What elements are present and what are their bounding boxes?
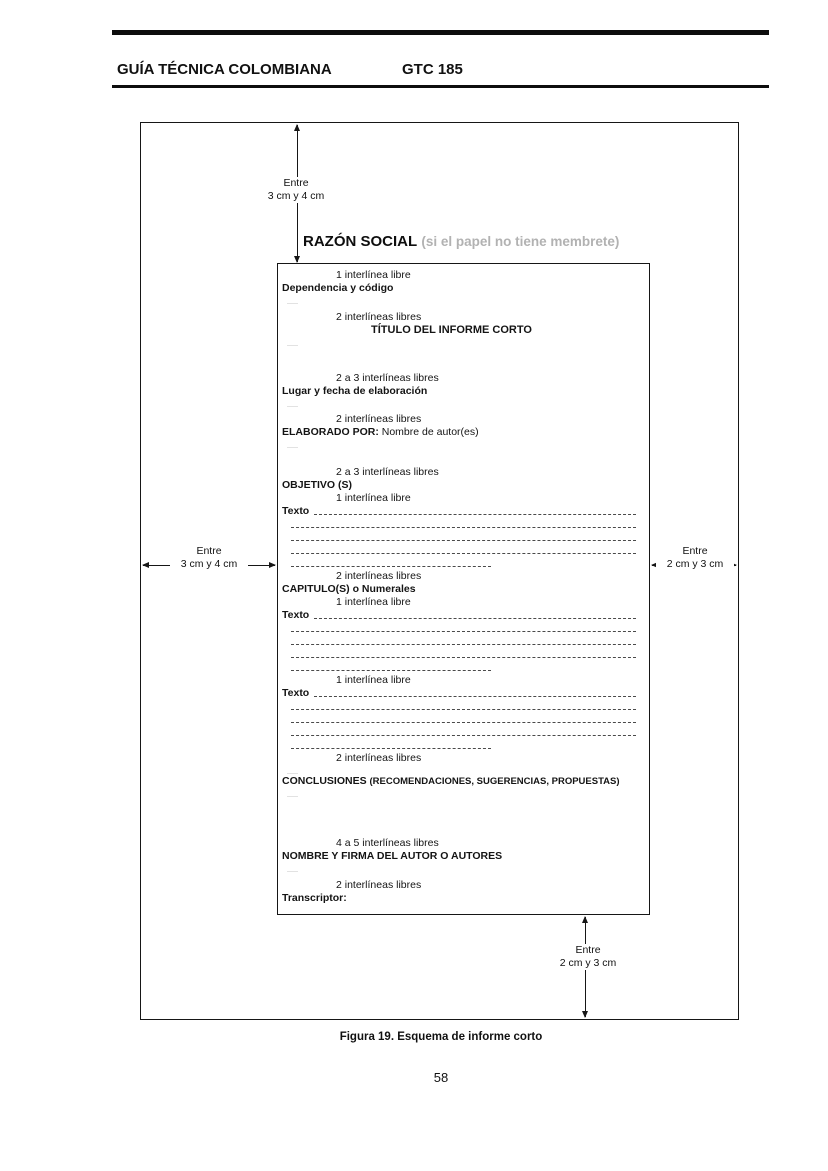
spacing-note: 2 a 3 interlíneas libres	[336, 466, 439, 478]
dependencia-label: Dependencia y código	[282, 282, 394, 294]
margin-label-line1: Entre	[283, 177, 309, 189]
lugar-fecha-label: Lugar y fecha de elaboración	[282, 385, 428, 397]
dashed-writing-line	[291, 648, 636, 658]
blank-line-mark	[287, 295, 298, 304]
spacing-note: 2 interlíneas libres	[336, 413, 422, 425]
blank-line-mark	[287, 439, 298, 448]
page-number: 58	[433, 1070, 449, 1085]
dashed-writing-line	[291, 726, 636, 736]
conclusiones-label: CONCLUSIONES (RECOMENDACIONES, SUGERENCI…	[282, 775, 620, 787]
row-dashshort	[291, 739, 491, 752]
left-margin-label: Entre 3 cm y 4 cm	[170, 545, 248, 571]
nombre-firma-label: NOMBRE Y FIRMA DEL AUTOR O AUTORES	[282, 850, 503, 862]
razon-social-note: (si el papel no tiene membrete)	[421, 234, 620, 249]
report-title: TÍTULO DEL INFORME CORTO	[371, 324, 532, 336]
header-rule-bottom	[112, 85, 769, 88]
elaborado-por-label: ELABORADO POR: Nombre de autor(es)	[282, 426, 479, 438]
blank-line-mark	[287, 337, 298, 346]
arrowhead-down-icon	[294, 256, 300, 263]
row-dash	[291, 518, 636, 531]
row-gap	[282, 398, 649, 413]
texto-line: Texto	[282, 609, 636, 622]
margin-label-line1: Entre	[682, 545, 708, 557]
dashed-writing-line	[291, 531, 636, 541]
spacing-note: 2 interlíneas libres	[336, 570, 422, 582]
transcriptor-label: Transcriptor:	[282, 892, 347, 904]
arrowhead-left-icon	[651, 562, 658, 568]
texto-line: Texto	[282, 687, 636, 700]
dashed-writing-line	[291, 557, 491, 567]
margin-label-line1: Entre	[575, 944, 601, 956]
dashed-writing-line	[291, 544, 636, 554]
margin-label-line1: Entre	[196, 545, 222, 557]
dashed-writing-line	[291, 622, 636, 632]
dashed-writing-line	[291, 518, 636, 528]
dashed-writing-line	[314, 505, 636, 515]
blank-line-mark	[287, 863, 298, 872]
conclusiones-sublabel: (RECOMENDACIONES, SUGERENCIAS, PROPUESTA…	[369, 776, 620, 787]
razon-social-text: RAZÓN SOCIAL	[303, 233, 418, 250]
header-rule-top	[112, 30, 769, 35]
row-dash	[291, 713, 636, 726]
row-gap	[282, 337, 649, 372]
margin-label-line2: 2 cm y 3 cm	[666, 558, 724, 570]
dashed-writing-line	[291, 700, 636, 710]
blank-line-mark	[287, 765, 298, 774]
spacing-note: 2 a 3 interlíneas libres	[336, 372, 439, 384]
dashed-writing-line	[314, 687, 636, 697]
spacing-note: 4 a 5 interlíneas libres	[336, 837, 439, 849]
document-code: GTC 185	[402, 61, 463, 78]
row-dashshort	[291, 661, 491, 674]
right-margin-label: Entre 2 cm y 3 cm	[656, 545, 734, 571]
document-title: GUÍA TÉCNICA COLOMBIANA	[117, 61, 332, 78]
spacing-note: 2 interlíneas libres	[336, 311, 422, 323]
arrowhead-up-icon	[294, 124, 300, 131]
margin-label-line2: 2 cm y 3 cm	[559, 957, 617, 969]
objetivo-label: OBJETIVO (S)	[282, 479, 353, 491]
blank-line-mark	[287, 788, 298, 797]
row-dash	[291, 622, 636, 635]
spacing-note: 1 interlínea libre	[336, 269, 411, 281]
row-dashshort	[291, 557, 491, 570]
row-dash	[291, 544, 636, 557]
bottom-margin-label: Entre 2 cm y 3 cm	[549, 944, 627, 970]
texto-line: Texto	[282, 505, 636, 518]
razon-social-heading: RAZÓN SOCIAL (si el papel no tiene membr…	[303, 233, 619, 250]
row-dash	[291, 531, 636, 544]
capitulos-label: CAPITULO(S) o Numerales	[282, 583, 416, 595]
row-gap	[282, 439, 649, 466]
dashed-writing-line	[291, 635, 636, 645]
row-gap	[282, 788, 649, 837]
dashed-writing-line	[291, 713, 636, 723]
blank-line-mark	[287, 398, 298, 407]
row-dash	[291, 700, 636, 713]
figure-caption: Figura 19. Esquema de informe corto	[339, 1031, 543, 1043]
arrowhead-down-icon	[582, 1011, 588, 1018]
dashed-writing-line	[314, 609, 636, 619]
row-dash	[291, 726, 636, 739]
dashed-writing-line	[291, 661, 491, 671]
spacing-note: 2 interlíneas libres	[336, 879, 422, 891]
spacing-note: 1 interlínea libre	[336, 674, 411, 686]
row-dash	[291, 648, 636, 661]
spacing-note: 2 interlíneas libres	[336, 752, 422, 764]
row-gap	[282, 765, 649, 775]
top-margin-label: Entre 3 cm y 4 cm	[254, 177, 338, 203]
spacing-note: 1 interlínea libre	[336, 492, 411, 504]
arrowhead-up-icon	[582, 916, 588, 923]
dashed-writing-line	[291, 739, 491, 749]
row-gap	[282, 863, 649, 879]
spacing-note: 1 interlínea libre	[336, 596, 411, 608]
arrowhead-left-icon	[142, 562, 149, 568]
row-dash	[291, 635, 636, 648]
arrowhead-right-icon	[269, 562, 276, 568]
margin-label-line2: 3 cm y 4 cm	[180, 558, 238, 570]
page-outline-box	[140, 122, 739, 1020]
margin-label-line2: 3 cm y 4 cm	[267, 190, 325, 202]
row-gap	[282, 295, 649, 311]
